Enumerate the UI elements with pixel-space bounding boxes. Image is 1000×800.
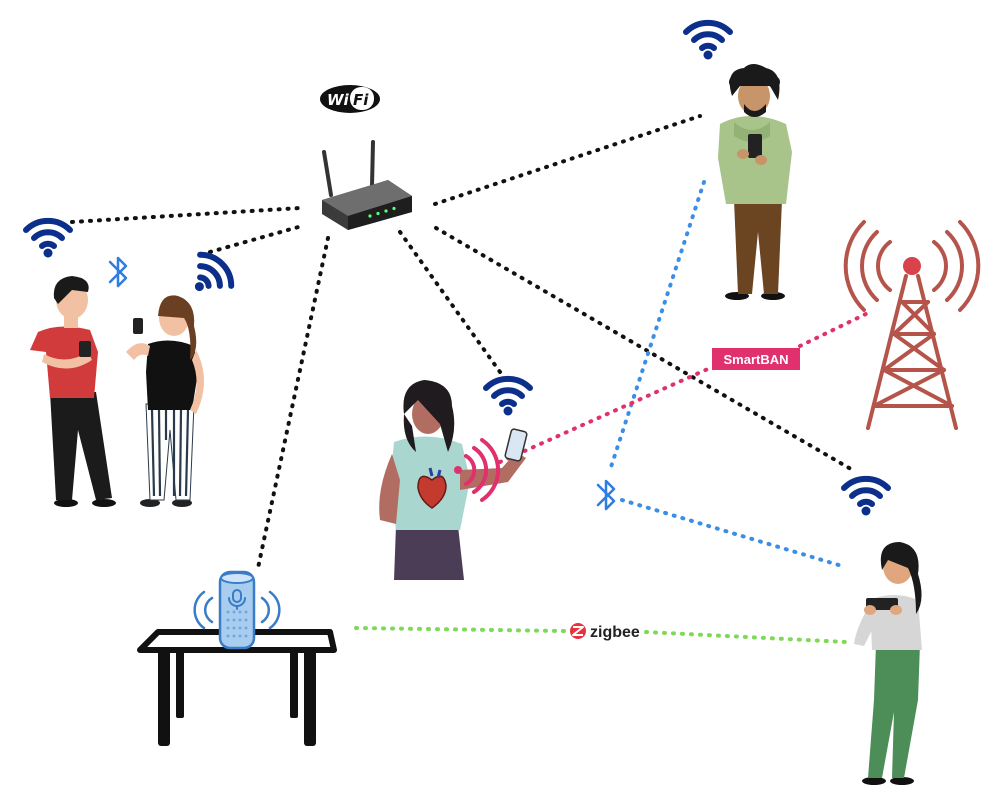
sound-waves-icon bbox=[193, 590, 281, 630]
zigbee-label: zigbee bbox=[590, 624, 640, 641]
heart-signal-icon bbox=[454, 438, 501, 502]
wifi-icon bbox=[844, 479, 888, 516]
microphone-icon bbox=[228, 589, 246, 610]
wifi-links bbox=[70, 114, 858, 570]
wifi-logo-left-text: Wi bbox=[327, 91, 350, 109]
heart-icon bbox=[417, 467, 447, 509]
wifi-icon bbox=[181, 248, 238, 305]
cell-tower bbox=[843, 220, 981, 430]
wifi-icon bbox=[686, 23, 730, 60]
smartban-badge: SmartBAN bbox=[712, 348, 800, 370]
couple-people bbox=[30, 276, 204, 507]
link-man-hoodie-bluetooth bbox=[608, 180, 706, 472]
link-router-couple-b bbox=[208, 224, 304, 254]
smart-speaker bbox=[193, 570, 281, 650]
link-router-couple-a bbox=[70, 206, 302, 224]
zigbee-link bbox=[354, 626, 848, 644]
wifi-alliance-logo: Wi Fi bbox=[320, 85, 380, 113]
link-router-man-hoodie bbox=[433, 114, 702, 206]
man-green-hoodie bbox=[718, 64, 792, 300]
bluetooth-links bbox=[608, 180, 844, 568]
woman-heart-monitor bbox=[379, 380, 528, 580]
man-red-shirt bbox=[30, 276, 116, 507]
link-speaker-zigbee-a bbox=[354, 626, 568, 633]
smartban-link bbox=[498, 310, 872, 464]
bluetooth-icon bbox=[108, 256, 128, 288]
woman-black-top bbox=[126, 295, 204, 507]
link-woman-heart-tower-a bbox=[498, 366, 712, 464]
woman-tablet bbox=[854, 542, 922, 785]
link-router-woman-tablet bbox=[434, 226, 858, 474]
wifi-icon bbox=[26, 221, 70, 258]
wifi-logo-right-text: Fi bbox=[353, 91, 369, 109]
bluetooth-icon bbox=[596, 479, 616, 511]
wifi-icon bbox=[486, 379, 530, 416]
link-woman-tablet-bluetooth bbox=[620, 498, 844, 568]
link-speaker-zigbee-b bbox=[644, 630, 848, 644]
link-woman-heart-tower-b bbox=[798, 310, 872, 348]
link-router-woman-heart bbox=[398, 230, 502, 374]
smartban-label: SmartBAN bbox=[723, 352, 788, 367]
wifi-router bbox=[322, 140, 412, 230]
link-router-smart-speaker bbox=[256, 236, 330, 570]
zigbee-logo: zigbee bbox=[570, 623, 640, 641]
